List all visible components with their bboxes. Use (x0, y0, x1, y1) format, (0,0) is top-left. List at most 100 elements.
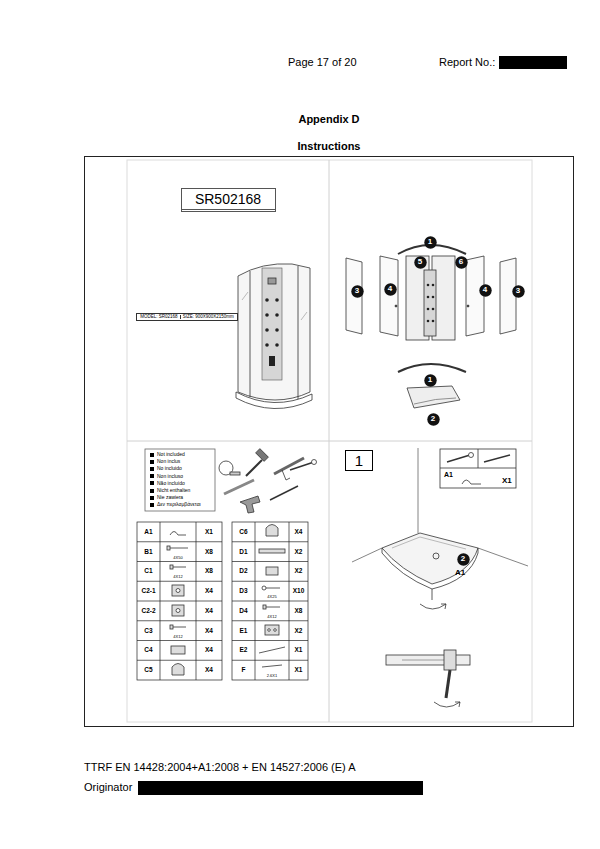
part-quantity: X4 (205, 588, 213, 595)
sheet (127, 160, 532, 722)
callout-circle: 4 (479, 284, 492, 297)
tool-box-rule (440, 468, 516, 469)
part-quantity: X4 (205, 627, 213, 634)
tray-side (382, 548, 478, 589)
legend-box (145, 449, 215, 511)
side-panel (500, 258, 516, 334)
callout-disc (457, 553, 469, 565)
callout-circle: 1 (424, 236, 437, 249)
legend-text: Não incluído (157, 481, 185, 486)
legend-swatch (150, 496, 154, 500)
shower-head (268, 278, 276, 284)
door-panel (466, 256, 484, 336)
callout-disc (351, 285, 363, 297)
door-panel (380, 256, 398, 336)
part-quantity: X1 (205, 529, 213, 536)
callout-disc (512, 285, 524, 297)
wall-line (418, 448, 419, 533)
caulk-gun (282, 470, 290, 480)
door-frame (250, 271, 251, 397)
shower-cabin (236, 264, 312, 409)
callout-circle: 4 (384, 283, 397, 296)
part-quantity: X10 (293, 588, 305, 595)
washer-icon (262, 586, 266, 590)
step-number: 1 (355, 453, 363, 468)
step-one-art (352, 448, 528, 707)
part-code: E1 (240, 627, 248, 634)
callout-disc (479, 284, 491, 296)
legend-swatch (150, 481, 154, 485)
legend-entry: Nie zawiera (150, 495, 183, 500)
callout-number: 2 (461, 555, 465, 563)
legend-text: No incluido (157, 466, 182, 471)
bracket-icon (172, 585, 184, 596)
callout-disc (455, 256, 467, 268)
part-quantity: X4 (205, 647, 213, 654)
floor-line (352, 548, 382, 562)
callout-number: 3 (355, 287, 359, 295)
table-frame (232, 522, 308, 680)
hammer (256, 449, 269, 462)
drain (433, 553, 439, 559)
adjustable-leg (446, 670, 450, 698)
part-size: 4X25 (267, 595, 276, 599)
turn-arrow (455, 702, 460, 707)
glass-glint (242, 292, 248, 300)
callout-circle: 3 (512, 285, 525, 298)
bracket-icon (172, 605, 184, 616)
jets (265, 298, 279, 366)
screw-icon (263, 605, 266, 609)
block-icon (268, 629, 271, 632)
part-size: 4X12 (173, 635, 182, 639)
part-code: C2-1 (141, 588, 155, 595)
part-code: A1 (455, 569, 465, 577)
callout-disc (414, 256, 426, 268)
part-icons (167, 525, 285, 676)
tray (407, 386, 460, 408)
part-quantity: X4 (295, 529, 303, 536)
legend-entry: Nicht enthalten (150, 488, 190, 493)
cabin-body (238, 264, 310, 400)
part-code: A1 (144, 529, 152, 536)
tray-frame-detail (386, 655, 470, 665)
block-icon (274, 629, 277, 632)
drill (240, 496, 260, 513)
callout-circle: 3 (351, 285, 364, 298)
legend-swatch (150, 503, 154, 507)
spanner (290, 462, 314, 470)
turn-arrow (420, 604, 446, 609)
section-heading: Instructions (298, 141, 361, 152)
block-icon (171, 646, 185, 654)
callout-number: 2 (431, 415, 435, 423)
footer-text: TTRF EN 14428:2004+A1:2008 + EN 14527:20… (84, 762, 356, 773)
part-quantity: X8 (205, 568, 213, 575)
redaction-bar (499, 56, 567, 69)
part-code: D2 (239, 568, 247, 575)
callout-circle: 6 (455, 256, 468, 269)
appendix-heading: Appendix D (298, 114, 359, 125)
hook-icon (462, 480, 481, 484)
bracket-icon (266, 567, 278, 575)
hook-icon (170, 532, 186, 536)
callout-number: 1 (428, 238, 432, 246)
redaction-bar (138, 781, 423, 795)
frame (85, 157, 574, 727)
tray-foot (432, 589, 433, 600)
table-frame (137, 522, 222, 680)
page-number: Page 17 of 20 (288, 57, 357, 68)
part-size: 2.6X1 (267, 674, 277, 678)
bracket-icon (176, 609, 180, 613)
screw-icon (170, 625, 173, 629)
tray (236, 392, 312, 409)
screw-icon (170, 565, 173, 569)
part-quantity: X1 (295, 667, 303, 674)
screw-icon (266, 607, 280, 608)
tray-edge (414, 398, 456, 404)
part-quantity: X4 (205, 608, 213, 615)
part-quantity: X4 (205, 667, 213, 674)
footer-text: Originator (84, 782, 132, 793)
pin-icon (262, 665, 282, 667)
model-number: SR502168 (195, 192, 261, 206)
